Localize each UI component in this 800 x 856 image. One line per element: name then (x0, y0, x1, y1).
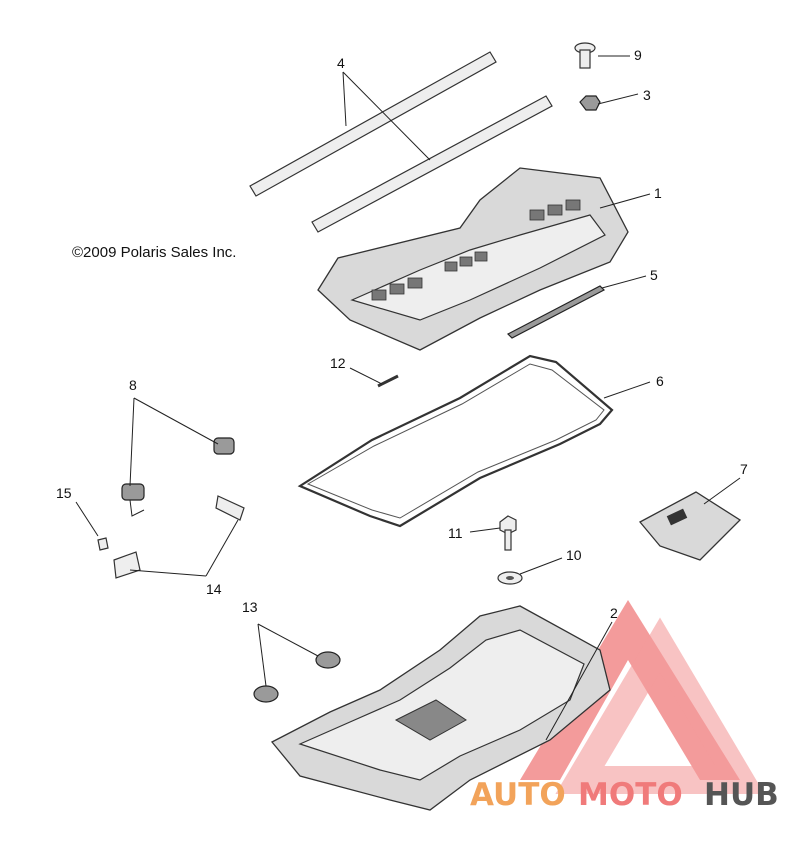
callout-7: 7 (740, 461, 748, 477)
part-1-upper-tray (317, 167, 629, 351)
part-12-pin (377, 374, 399, 388)
callout-14: 14 (206, 581, 222, 597)
part-8-latches (121, 437, 235, 517)
part-13-plugs (253, 651, 341, 703)
callout-8: 8 (129, 377, 137, 393)
callout-11: 11 (448, 525, 463, 541)
callout-13: 13 (242, 599, 258, 615)
callout-5: 5 (650, 267, 658, 283)
part-7-cover (638, 491, 742, 561)
part-4-strips (249, 51, 553, 233)
watermark-logo (520, 600, 765, 794)
callout-15: 15 (56, 485, 72, 501)
watermark-text: AUTO MOTO HUB (470, 777, 779, 813)
watermark-auto: AUTO (470, 777, 566, 813)
watermark-hub: HUB (704, 777, 779, 813)
part-14-brackets (113, 495, 245, 579)
part-2-lower-tub (270, 605, 611, 811)
copyright-notice: ©2009 Polaris Sales Inc. (72, 244, 237, 261)
watermark-moto: MOTO (578, 777, 683, 813)
part-9-bolt (574, 42, 596, 69)
callout-2: 2 (610, 605, 618, 621)
callout-9: 9 (634, 47, 642, 63)
part-11-screw (499, 515, 517, 551)
callout-labels: 4 9 3 1 5 12 6 8 7 15 11 10 14 13 2 (56, 47, 748, 621)
part-15-clip (97, 537, 109, 551)
part-5-strip (506, 285, 606, 339)
callout-3: 3 (643, 87, 651, 103)
callout-6: 6 (656, 373, 664, 389)
callout-10: 10 (566, 547, 582, 563)
callout-12: 12 (330, 355, 346, 371)
part-3-nut (579, 95, 601, 111)
leader-lines (75, 55, 741, 741)
part-10-washer (497, 571, 523, 585)
part-6-gasket (297, 354, 614, 528)
callout-4: 4 (337, 55, 345, 71)
callout-1: 1 (654, 185, 662, 201)
